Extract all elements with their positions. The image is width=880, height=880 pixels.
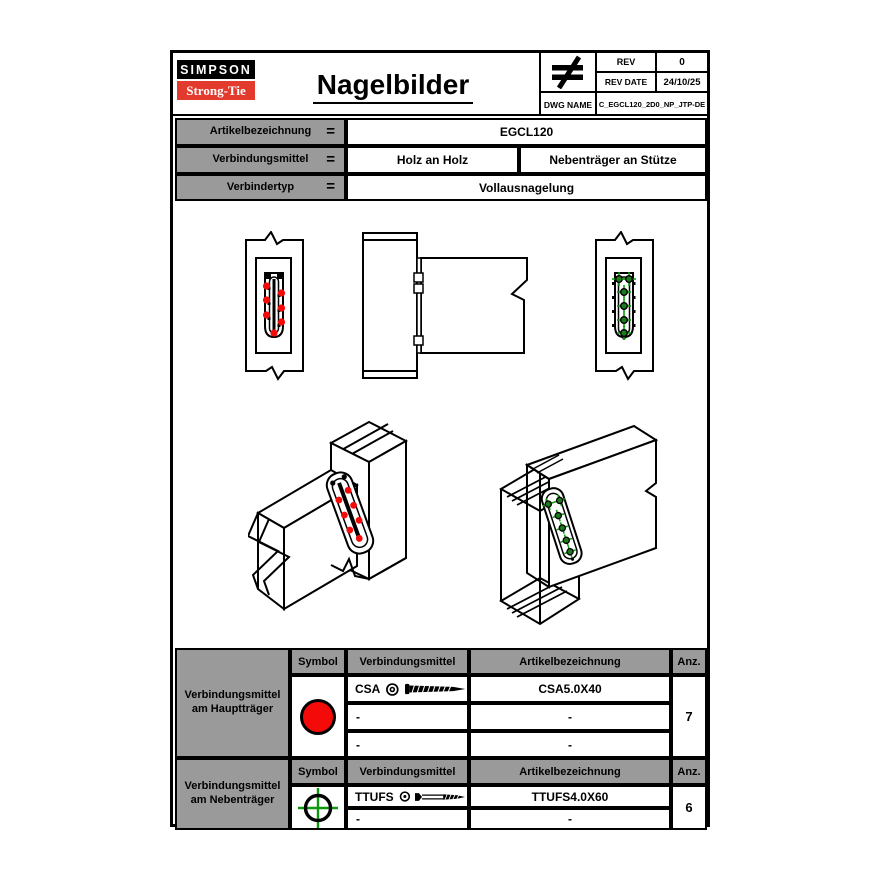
view-2d-secondary-member <box>595 231 654 381</box>
info-row-value: Holz an Holz <box>346 146 519 174</box>
equals-sign: = <box>326 150 335 168</box>
column-header-article: Artikelbezeichnung <box>469 758 671 785</box>
fastener-cell: - <box>346 703 469 731</box>
symbol-cell <box>290 675 346 758</box>
count-cell: 6 <box>671 785 707 830</box>
table-row-label: Verbindungsmittel am Nebenträger <box>175 758 290 830</box>
page-title: Nagelbilder <box>268 69 518 104</box>
info-row-label: Verbindungsmittel= <box>175 146 346 174</box>
view-iso-beam-to-post <box>248 420 409 612</box>
secondary-member-nail-symbol-icon <box>298 787 338 828</box>
not-equal-logo-icon <box>539 53 595 93</box>
equals-sign: = <box>326 122 335 140</box>
view-2d-side-section <box>362 232 528 379</box>
ttufs-screw-icon <box>415 792 466 801</box>
info-row-value: EGCL120 <box>346 118 707 146</box>
equals-sign: = <box>326 178 335 196</box>
view-2d-main-member <box>245 231 304 381</box>
main-member-nail-symbol-icon <box>300 698 336 735</box>
strongtie-logo: Strong-Tie <box>177 81 255 100</box>
column-header-count: Anz. <box>671 758 707 785</box>
column-header-symbol: Symbol <box>290 758 346 785</box>
dwg-name-value: C_EGCL120_2D0_NP_JTP-DE <box>595 93 707 116</box>
fastener-name: CSA <box>355 682 381 696</box>
rev-value: 0 <box>655 53 707 73</box>
csa-screw-icon <box>404 683 466 695</box>
table-row-label: Verbindungsmittel am Hauptträger <box>175 648 290 758</box>
column-header-symbol: Symbol <box>290 648 346 675</box>
rev-date-label: REV DATE <box>595 73 655 93</box>
drawing-sheet: SIMPSON Strong-Tie Nagelbilder REV 0 REV… <box>170 50 710 830</box>
column-header-fastener: Verbindungsmittel <box>346 648 469 675</box>
column-header-count: Anz. <box>671 648 707 675</box>
article-cell: - <box>469 808 671 830</box>
article-cell: TTUFS4.0X60 <box>469 785 671 808</box>
fastener-name: TTUFS <box>355 789 394 804</box>
article-cell: CSA5.0X40 <box>469 675 671 703</box>
info-row-value: Nebenträger an Stütze <box>519 146 707 174</box>
simpson-logo: SIMPSON <box>177 60 255 79</box>
fastener-cell: - <box>346 808 469 830</box>
symbol-cell <box>290 785 346 830</box>
column-header-article: Artikelbezeichnung <box>469 648 671 675</box>
dwg-name-label: DWG NAME <box>539 93 595 116</box>
fastener-cell: TTUFS <box>346 785 469 808</box>
article-cell: - <box>469 703 671 731</box>
info-row-label: Artikelbezeichnung= <box>175 118 346 146</box>
info-row-value: Vollausnagelung <box>346 174 707 201</box>
count-cell: 7 <box>671 675 707 758</box>
csa-washer-icon <box>386 682 399 696</box>
rev-date-value: 24/10/25 <box>655 73 707 93</box>
fastener-cell: CSA <box>346 675 469 703</box>
article-cell: - <box>469 731 671 758</box>
fastener-cell: - <box>346 731 469 758</box>
ttufs-washer-icon <box>399 791 410 802</box>
rev-label: REV <box>595 53 655 73</box>
title-block: SIMPSON Strong-Tie Nagelbilder REV 0 REV… <box>173 53 707 116</box>
column-header-fastener: Verbindungsmittel <box>346 758 469 785</box>
info-row-label: Verbindertyp= <box>175 174 346 201</box>
view-iso-beam-to-header <box>498 424 659 626</box>
